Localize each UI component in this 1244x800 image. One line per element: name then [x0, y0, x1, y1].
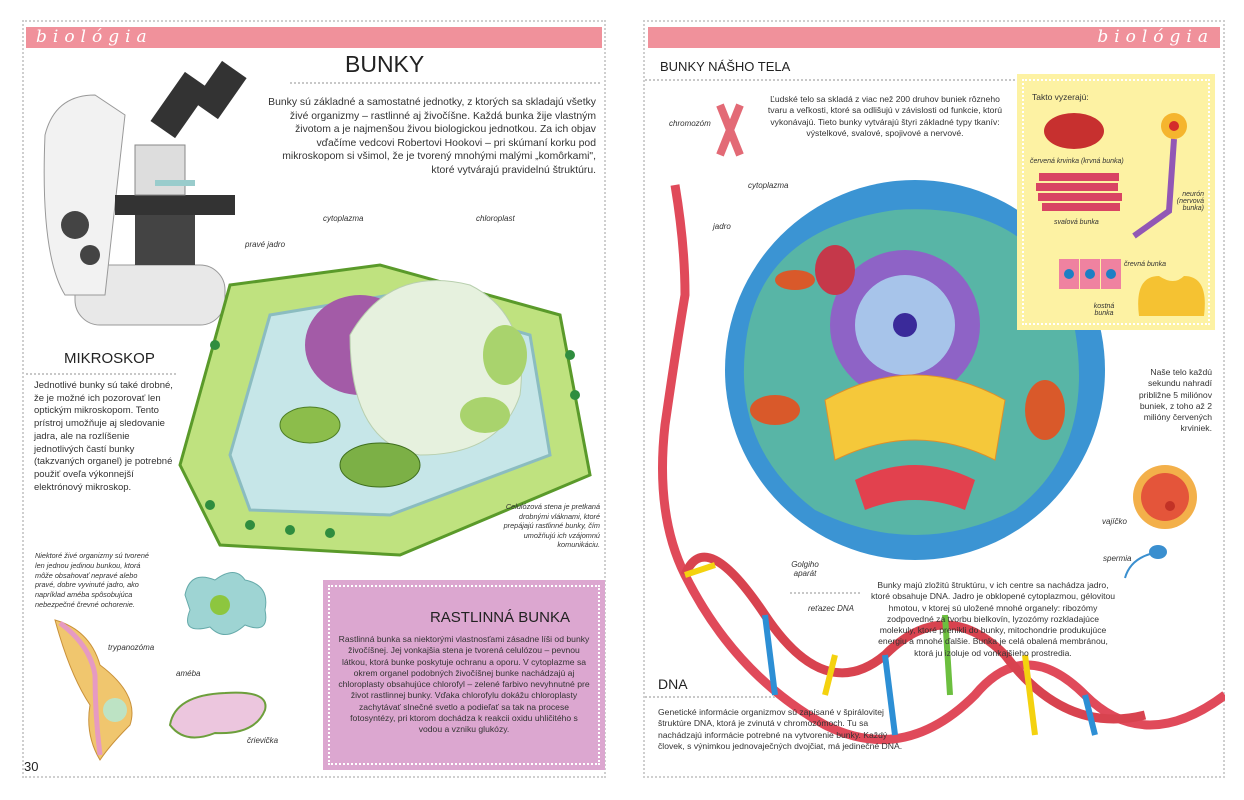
- label-egg: vajíčko: [1102, 517, 1127, 526]
- right-page: [643, 20, 1225, 778]
- trypanosome-illustration: [54, 619, 133, 761]
- page-title: BUNKY NÁŠHO TELA: [660, 59, 791, 74]
- label-cytoplasm: cytoplazma: [323, 214, 364, 223]
- cell-types-box: Takto vyzerajú: červená krvinka (krvná b…: [1017, 74, 1215, 330]
- plant-cell-heading: RASTLINNÁ BUNKA: [429, 609, 570, 626]
- label-intestinal-cell: črevná bunka: [1124, 261, 1167, 268]
- label-chromosome: chromozóm: [669, 119, 711, 128]
- label-dna-chain: reťazec DNA: [808, 604, 854, 613]
- cell-structure-text: Bunky majú zložitú štruktúru, v ich cent…: [870, 580, 1116, 658]
- plant-cell-text: Rastlinná bunka sa niektorými vlastnosťa…: [338, 634, 590, 735]
- plant-cell-box: RASTLINNÁ BUNKA Rastlinná bunka sa niekt…: [323, 580, 605, 770]
- divider: [26, 373, 176, 375]
- right-header-bar: biológia: [648, 27, 1220, 48]
- egg-cell-illustration: [1133, 465, 1197, 529]
- dna-heading: DNA: [658, 676, 688, 692]
- label-amoeba: améba: [176, 669, 201, 678]
- page-title: BUNKY: [345, 51, 425, 77]
- label-nucleus: jadro: [713, 222, 731, 231]
- label-paramecium: črievička: [247, 736, 279, 745]
- left-header-bar: biológia: [26, 27, 602, 48]
- cell-replacement-fact: Naše telo každú sekundu nahradí približn…: [1138, 367, 1212, 434]
- label-neuron: neurón (nervová bunka): [1176, 191, 1204, 212]
- intro-text: Ľudské telo sa skladá z viac než 200 dru…: [767, 94, 1003, 138]
- dna-illustration: [658, 103, 1225, 745]
- intro-text: Bunky sú základné a samostatné jednotky,…: [268, 97, 596, 176]
- label-sperm: spermia: [1103, 554, 1132, 563]
- label-chloroplast: chloroplast: [476, 214, 515, 223]
- animal-cell-illustration: [725, 180, 1105, 560]
- label-trypanosome: trypanozóma: [108, 643, 155, 652]
- sperm-illustration: [1124, 545, 1167, 579]
- divider: [790, 592, 860, 594]
- dna-text: Genetické informácie organizmov sú zapís…: [658, 707, 903, 751]
- paramecium-illustration: [168, 691, 267, 739]
- microscope-text: Jednotlivé bunky sú také drobné, že je m…: [34, 380, 173, 493]
- divider: [290, 82, 600, 84]
- label-true-nucleus: pravé jadro: [245, 240, 286, 249]
- section-label: biológia: [1097, 27, 1214, 47]
- left-page: [22, 20, 606, 778]
- label-bone-cell: kostná bunka: [1093, 303, 1115, 317]
- amoeba-illustration: [184, 572, 267, 635]
- section-label: biológia: [36, 27, 153, 47]
- label-muscle-cell: svalová bunka: [1054, 219, 1099, 226]
- plant-cell-illustration: [178, 263, 592, 557]
- cell-types-illustrations: [1036, 113, 1205, 316]
- label-cytoplasm: cytoplazma: [748, 181, 789, 190]
- divider: [645, 79, 1015, 81]
- label-golgi: Golgiho aparát: [791, 560, 819, 578]
- microscope-heading: MIKROSKOP: [64, 350, 155, 367]
- single-cell-note: Niektoré živé organizmy sú tvorené len j…: [35, 551, 149, 609]
- label-red-blood-cell: červená krvinka (krvná bunka): [1030, 158, 1124, 165]
- microscope-illustration: [43, 60, 247, 326]
- cell-types-title: Takto vyzerajú:: [1032, 92, 1089, 102]
- cell-wall-note: Celulózová stena je pretkaná drobnými vl…: [503, 502, 600, 549]
- divider: [645, 696, 775, 698]
- page-number: 30: [24, 759, 39, 774]
